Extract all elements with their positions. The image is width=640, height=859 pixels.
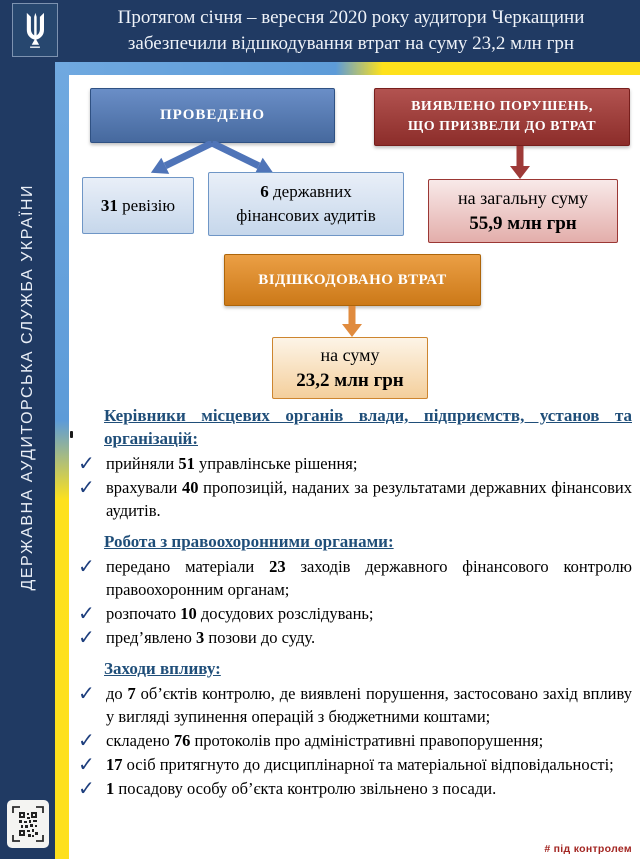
section-heading: Керівники місцевих органів влади, підпри…	[104, 406, 632, 448]
list-item: ✓ складено 76 протоколів про адміністрат…	[78, 729, 632, 752]
violations-label-line2: ЩО ПРИЗВЕЛИ ДО ВТРАТ	[407, 119, 597, 134]
results-text: Керівники місцевих органів влади, підпри…	[78, 404, 632, 801]
reimbursed-label: ВІДШКОДОВАНО ВТРАТ	[258, 271, 447, 288]
check-icon: ✓	[78, 554, 95, 578]
section-managers: Керівники місцевих органів влади, підпри…	[78, 404, 632, 522]
list-item-text: передано матеріали 23 заходів державного…	[106, 557, 633, 599]
list-item-text: складено 76 протоколів про адміністратив…	[106, 731, 544, 750]
check-icon: ✓	[78, 776, 95, 800]
list-item-text: 1 посадову особу об’єкта контролю звільн…	[106, 779, 497, 798]
section-law-enforcement: Робота з правоохоронними органами: ✓ пер…	[78, 530, 632, 649]
list-item-text: 17 осіб притягнуто до дисциплінарної та …	[106, 755, 614, 774]
revisions-box: 31 ревізію	[82, 177, 194, 234]
total-sum-label: на загальну суму	[458, 188, 588, 208]
list-item-text: до 7 об’єктів контролю, де виявлені пору…	[106, 684, 632, 726]
flag-strip-horizontal	[55, 62, 640, 75]
list-item-text: пред’явлено 3 позови до суду.	[106, 628, 316, 647]
audits-box: 6 державних фінансових аудитів	[208, 172, 404, 236]
trident-icon	[26, 12, 44, 48]
org-name-vertical: ДЕРЖАВНА АУДИТОРСЬКА СЛУЖБА УКРАЇНИ	[18, 183, 36, 591]
section-heading: Заходи впливу:	[104, 659, 221, 678]
flag-strip-vertical	[55, 62, 69, 859]
list-item: ✓ 1 посадову особу об’єкта контролю звіл…	[78, 777, 632, 800]
section-enforcement-measures: Заходи впливу: ✓ до 7 об’єктів контролю,…	[78, 657, 632, 800]
trident-logo	[12, 3, 58, 57]
list-item: ✓ прийняли 51 управлінське рішення;	[78, 452, 632, 475]
sidebar: ДЕРЖАВНА АУДИТОРСЬКА СЛУЖБА УКРАЇНИ	[0, 62, 55, 859]
hashtag-watermark: # під контролем	[544, 843, 632, 855]
conducted-label: ПРОВЕДЕНО	[159, 107, 266, 123]
list-item-text: врахували 40 пропозицій, наданих за резу…	[106, 478, 633, 520]
list-item-text: прийняли 51 управлінське рішення;	[106, 454, 358, 473]
list-item: ✓ розпочато 10 досудових розслідувань;	[78, 602, 632, 625]
check-icon: ✓	[78, 625, 95, 649]
list-item-text: розпочато 10 досудових розслідувань;	[106, 604, 374, 623]
list-item: ✓ до 7 об’єктів контролю, де виявлені по…	[78, 682, 632, 728]
violations-label-line1: ВИЯВЛЕНО ПОРУШЕНЬ,	[411, 99, 593, 114]
reimbursed-box: ВІДШКОДОВАНО ВТРАТ	[224, 254, 481, 306]
sum-label: на суму	[320, 345, 380, 365]
check-icon: ✓	[78, 681, 95, 705]
check-icon: ✓	[78, 752, 95, 776]
check-icon: ✓	[78, 728, 95, 752]
stray-mark	[70, 431, 73, 438]
sum-box: на суму 23,2 млн грн	[272, 337, 428, 399]
total-sum-value: 55,9 млн грн	[469, 213, 577, 234]
reimbursed-down-arrow-icon	[342, 306, 362, 337]
list-item: ✓ пред’явлено 3 позови до суду.	[78, 626, 632, 649]
list-item: ✓ 17 осіб притягнуто до дисциплінарної т…	[78, 753, 632, 776]
check-icon: ✓	[78, 601, 95, 625]
conducted-box: ПРОВЕДЕНО	[90, 88, 335, 143]
split-arrows-icon	[150, 141, 274, 174]
section-heading: Робота з правоохоронними органами:	[104, 532, 394, 551]
list-item: ✓ врахували 40 пропозицій, наданих за ре…	[78, 476, 632, 522]
check-icon: ✓	[78, 451, 95, 475]
page-title: Протягом січня – вересня 2020 року аудит…	[117, 7, 585, 54]
violations-down-arrow-icon	[510, 146, 530, 179]
audits-text: 6 державних фінансових аудитів	[236, 182, 376, 225]
revisions-text: 31 ревізію	[100, 195, 176, 215]
list-item: ✓ передано матеріали 23 заходів державно…	[78, 555, 632, 601]
violations-box: ВИЯВЛЕНО ПОРУШЕНЬ, ЩО ПРИЗВЕЛИ ДО ВТРАТ	[374, 88, 630, 146]
qr-code-icon	[7, 800, 49, 848]
sum-value: 23,2 млн грн	[296, 370, 404, 391]
header: Протягом січня – вересня 2020 року аудит…	[0, 0, 640, 62]
check-icon: ✓	[78, 475, 95, 499]
total-sum-box: на загальну суму 55,9 млн грн	[428, 179, 618, 243]
